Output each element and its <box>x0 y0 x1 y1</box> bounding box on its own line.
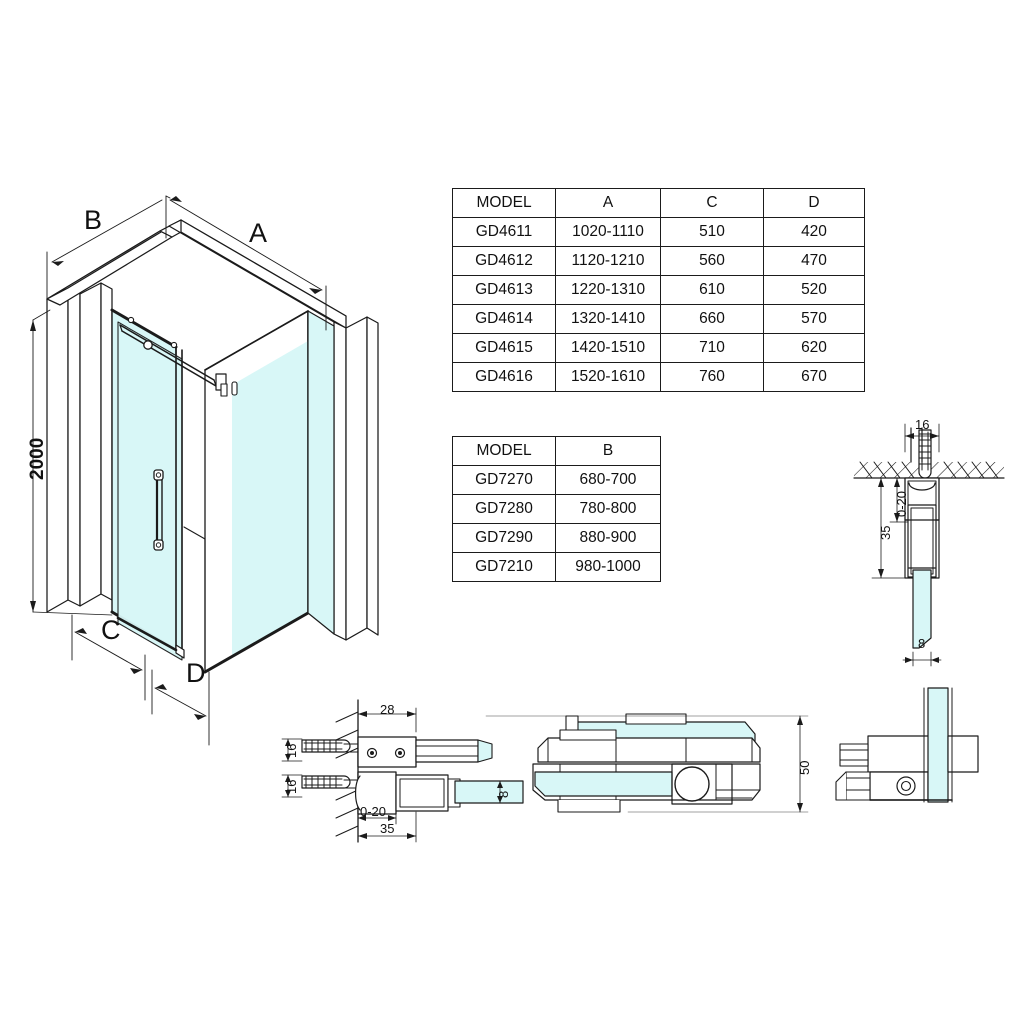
dim-label-anchor-bottom-16: 16 <box>284 779 299 794</box>
dim-label-anchor-16: 16 <box>915 417 930 432</box>
cell-a: 1120-1210 <box>555 246 661 276</box>
dim-line-b <box>51 199 163 263</box>
iso-left-wall-post <box>46 282 113 613</box>
dim-label-bracket-total-35: 35 <box>380 821 395 836</box>
cell-d: 570 <box>763 304 865 334</box>
detail-glass-pane <box>912 569 932 649</box>
cell-b: 980-1000 <box>555 552 661 582</box>
cell-c: 510 <box>660 217 764 247</box>
dim-label-a: A <box>249 218 268 248</box>
table-a-header-d: D <box>763 188 865 218</box>
cell-a: 1320-1410 <box>555 304 661 334</box>
iso-slide-rail <box>119 324 215 381</box>
cell-model: GD4616 <box>452 362 556 392</box>
detail-roller-carriage-center <box>485 713 809 813</box>
iso-roller-hardware <box>215 373 238 397</box>
cell-model: GD7210 <box>452 552 556 582</box>
detail-glass-clamp-right <box>835 687 979 803</box>
iso-glass-door <box>117 321 183 661</box>
table-header-row: MODEL A C D <box>452 188 865 218</box>
cell-model: GD4615 <box>452 333 556 363</box>
table-b-header-b: B <box>555 436 661 466</box>
table-a-header-c: C <box>660 188 764 218</box>
cell-model: GD7280 <box>452 494 556 524</box>
dim-label-roller-50: 50 <box>797 760 812 775</box>
table-header-row: MODEL B <box>452 436 661 466</box>
dim-label-bracket-adjust-0-20: 0-20 <box>360 804 387 819</box>
dim-label-bracket-glass-8: 8 <box>496 790 511 798</box>
cell-b: 680-700 <box>555 465 661 495</box>
dim-label-height-2000: 2000 <box>27 437 48 480</box>
dim-label-bracket-28: 28 <box>380 702 395 717</box>
cell-model: GD7290 <box>452 523 556 553</box>
cell-c: 560 <box>660 246 764 276</box>
dim-label-anchor-top-16: 16 <box>284 743 299 758</box>
iso-right-wall-post <box>333 316 379 641</box>
cell-model: GD4611 <box>452 217 556 247</box>
dim-label-c: C <box>101 615 121 645</box>
table-b-header-model: MODEL <box>452 436 556 466</box>
cell-d: 520 <box>763 275 865 305</box>
cell-a: 1420-1510 <box>555 333 661 363</box>
cell-a: 1220-1310 <box>555 275 661 305</box>
cell-d: 670 <box>763 362 865 392</box>
cell-b: 780-800 <box>555 494 661 524</box>
cell-model: GD4613 <box>452 275 556 305</box>
iso-door-handle <box>153 469 164 551</box>
dim-label-depth-35: 35 <box>878 525 893 540</box>
dim-line-d <box>154 687 207 717</box>
detail-wall-profile-top-right <box>853 423 1005 667</box>
cell-c: 610 <box>660 275 764 305</box>
detail-wall-bracket-bottom-left <box>281 699 524 843</box>
detail-glass-pane-horizontal <box>454 780 524 804</box>
dim-label-adjust-0-20: 0-20 <box>894 490 909 517</box>
table-a-header-model: MODEL <box>452 188 556 218</box>
cell-a: 1020-1110 <box>555 217 661 247</box>
cell-model: GD4612 <box>452 246 556 276</box>
cell-c: 760 <box>660 362 764 392</box>
cell-a: 1520-1610 <box>555 362 661 392</box>
cell-d: 620 <box>763 333 865 363</box>
cell-model: GD7270 <box>452 465 556 495</box>
cell-model: GD4614 <box>452 304 556 334</box>
cell-d: 470 <box>763 246 865 276</box>
cell-c: 710 <box>660 333 764 363</box>
dim-line-a <box>169 199 323 291</box>
dim-label-glass-8: 8 <box>918 636 926 651</box>
cell-c: 660 <box>660 304 764 334</box>
dim-line-c <box>74 631 143 671</box>
dim-label-b: B <box>84 205 103 235</box>
dim-label-d: D <box>186 658 206 688</box>
table-a-header-a: A <box>555 188 661 218</box>
detail-glass-vertical <box>927 687 949 803</box>
iso-rail-pivot <box>143 340 153 350</box>
cell-d: 420 <box>763 217 865 247</box>
roller-wheel <box>674 766 710 802</box>
cell-b: 880-900 <box>555 523 661 553</box>
